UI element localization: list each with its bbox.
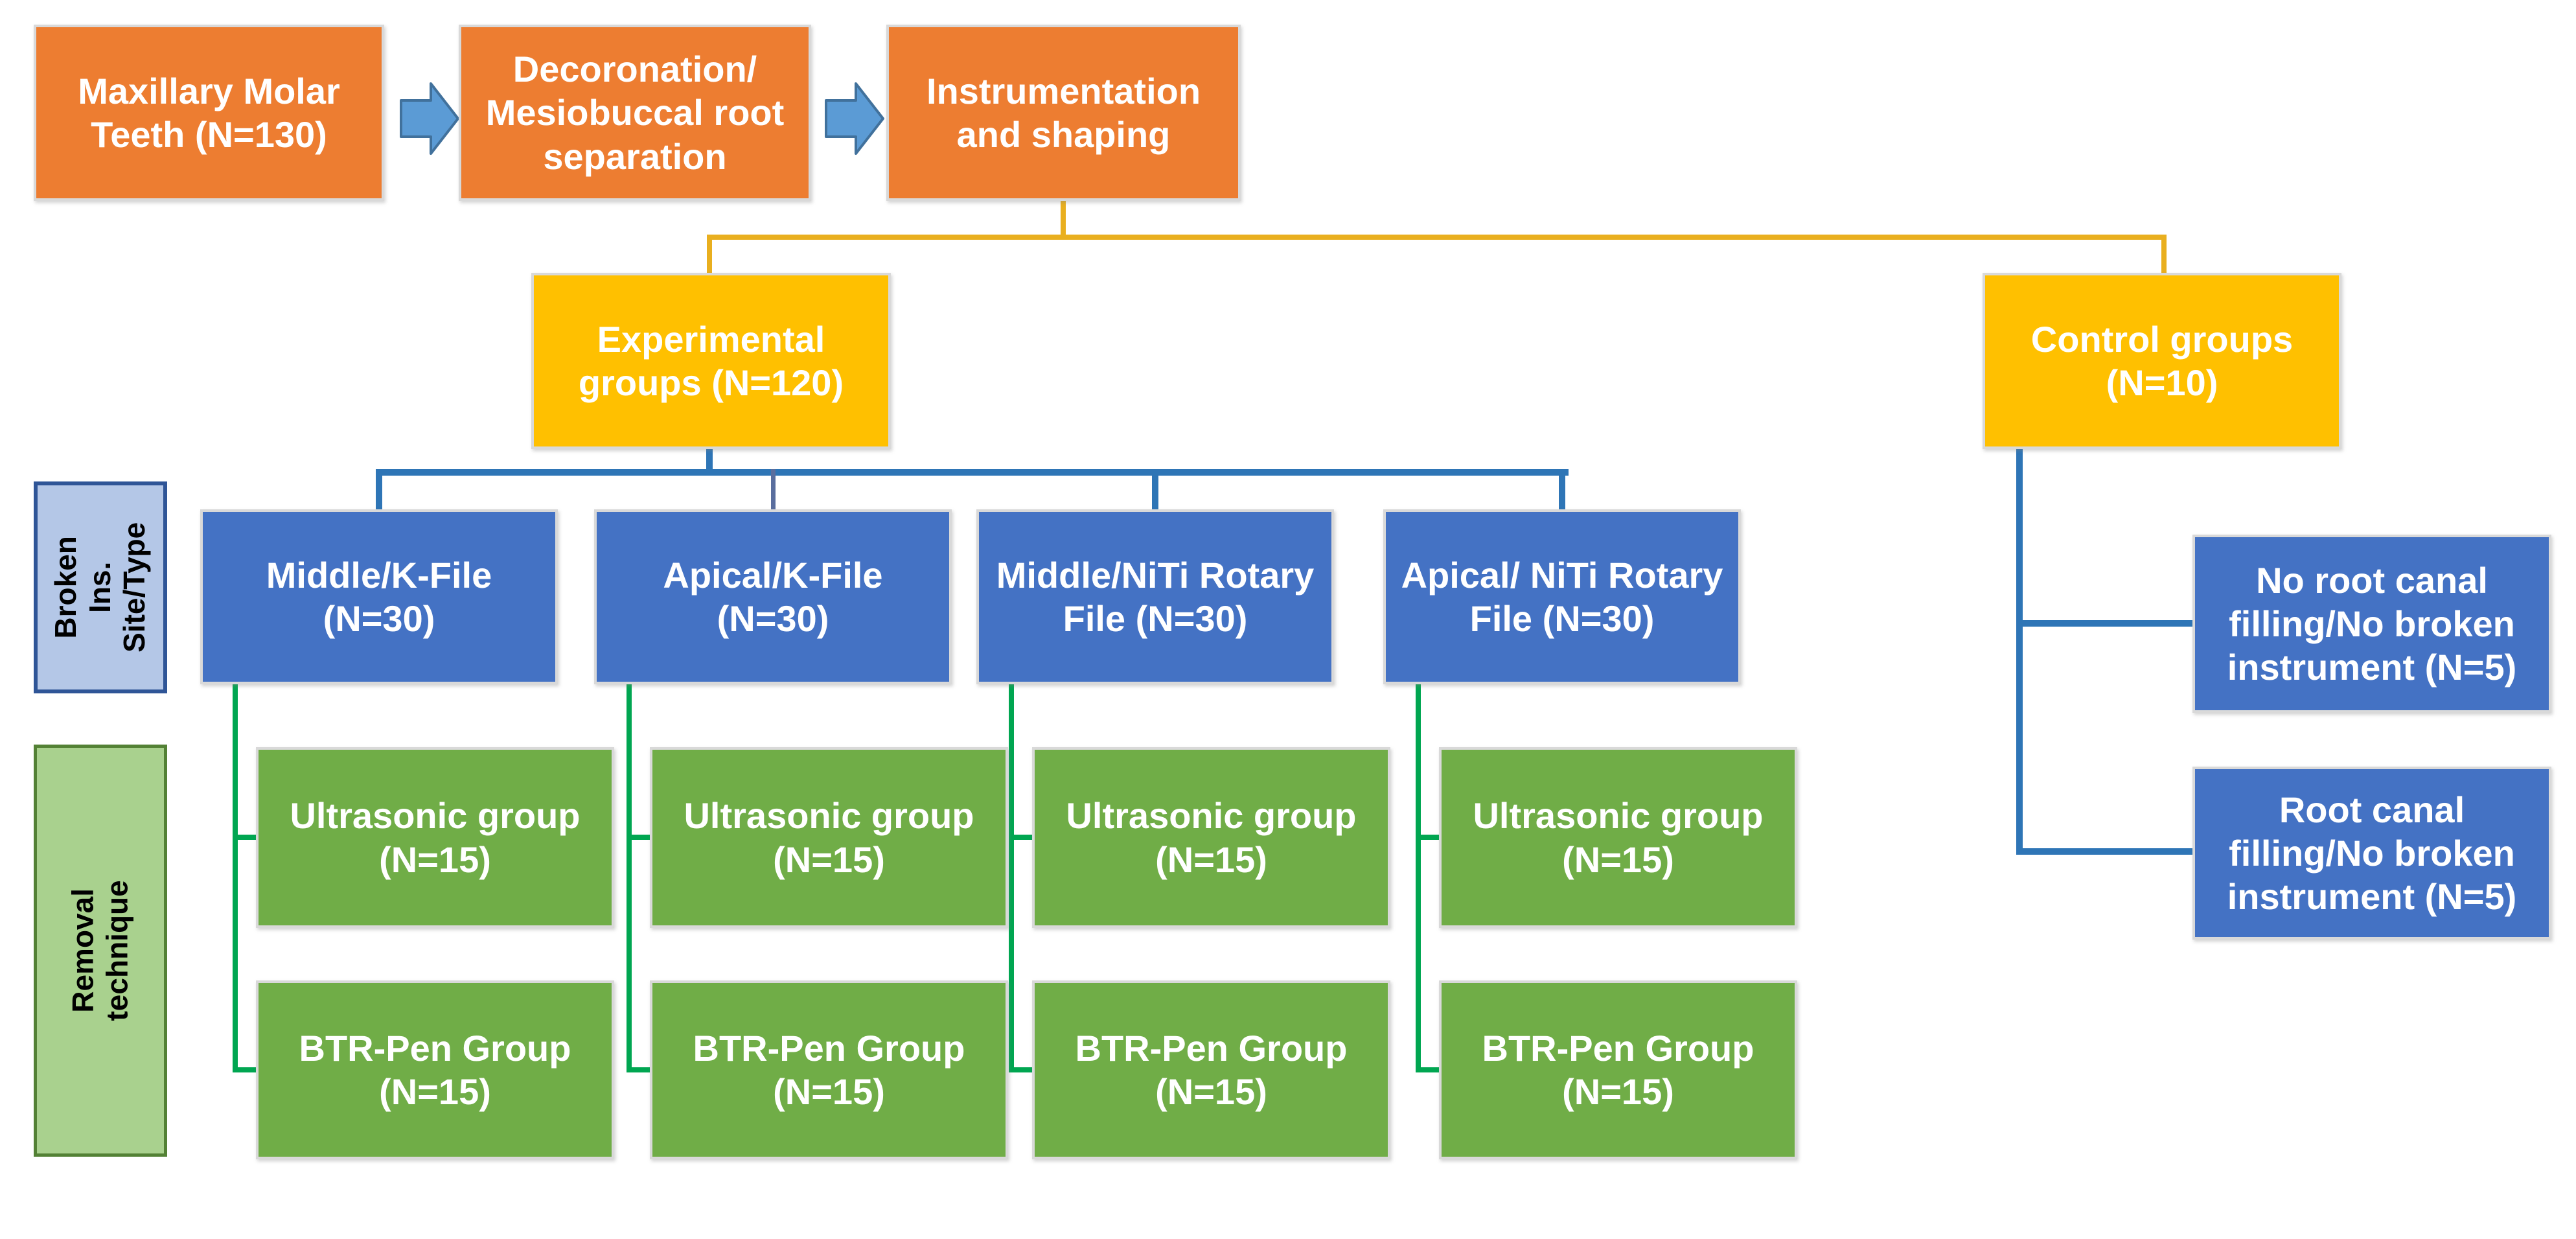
connector-gold-drop-from-instrumentation bbox=[1061, 199, 1066, 238]
connector-blue-stub-control-1 bbox=[2016, 620, 2195, 627]
connector-green-stub-col1-ultrasonic bbox=[233, 835, 261, 840]
control-box-filling-no-instrument: Root canal filling/No broken instrument … bbox=[2192, 767, 2551, 940]
site-box-apical-kfile: Apical/K-File (N=30) bbox=[594, 509, 952, 684]
connector-gold-drop-to-control bbox=[2161, 235, 2167, 275]
connector-green-stub-col3-ultrasonic bbox=[1009, 835, 1037, 840]
connector-blue-drop-col4 bbox=[1559, 469, 1565, 512]
site-box-middle-niti: Middle/NiTi Rotary File (N=30) bbox=[976, 509, 1334, 684]
branch-box-control-groups: Control groups (N=10) bbox=[1983, 273, 2341, 449]
group-box-btrpen-col4: BTR-Pen Group (N=15) bbox=[1439, 980, 1797, 1159]
group-box-btrpen-col2: BTR-Pen Group (N=15) bbox=[650, 980, 1008, 1159]
branch-box-experimental-groups: Experimental groups (N=120) bbox=[531, 273, 891, 449]
connector-green-vertical-col4 bbox=[1416, 682, 1421, 1072]
connector-green-stub-col3-btrpen bbox=[1009, 1067, 1037, 1072]
group-box-ultrasonic-col3: Ultrasonic group (N=15) bbox=[1032, 747, 1390, 928]
connector-blue-vertical-control bbox=[2016, 446, 2023, 855]
connector-blue-drop-col3 bbox=[1152, 469, 1158, 512]
connector-green-stub-col2-ultrasonic bbox=[627, 835, 655, 840]
row-label-removal-technique-text: Removal technique bbox=[66, 880, 134, 1021]
step-box-decoronation: Decoronation/ Mesiobuccal root separatio… bbox=[459, 25, 811, 201]
flow-arrow-icon bbox=[400, 80, 460, 157]
connector-green-vertical-col3 bbox=[1009, 682, 1014, 1072]
connector-green-vertical-col1 bbox=[233, 682, 238, 1072]
connector-blue-drop-col2 bbox=[771, 469, 776, 512]
connector-blue-stub-control-2 bbox=[2016, 848, 2195, 855]
flow-arrow-icon bbox=[825, 80, 885, 157]
step-box-instrumentation: Instrumentation and shaping bbox=[886, 25, 1241, 201]
row-label-broken-instrument-site-type-text: Broken Ins. Site/Type bbox=[49, 522, 152, 653]
group-box-ultrasonic-col1: Ultrasonic group (N=15) bbox=[256, 747, 614, 928]
site-box-apical-niti: Apical/ NiTi Rotary File (N=30) bbox=[1383, 509, 1741, 684]
connector-green-stub-col2-btrpen bbox=[627, 1067, 655, 1072]
connector-gold-horizontal bbox=[707, 235, 2167, 240]
row-label-broken-instrument-site-type: Broken Ins. Site/Type bbox=[34, 481, 167, 693]
connector-green-stub-col4-ultrasonic bbox=[1416, 835, 1444, 840]
connector-gold-drop-to-experimental bbox=[707, 235, 712, 275]
connector-green-stub-col4-btrpen bbox=[1416, 1067, 1444, 1072]
group-box-ultrasonic-col2: Ultrasonic group (N=15) bbox=[650, 747, 1008, 928]
connector-green-vertical-col2 bbox=[627, 682, 632, 1072]
connector-blue-drop-col1 bbox=[376, 469, 382, 512]
group-box-ultrasonic-col4: Ultrasonic group (N=15) bbox=[1439, 747, 1797, 928]
group-box-btrpen-col3: BTR-Pen Group (N=15) bbox=[1032, 980, 1390, 1159]
connector-blue-horizontal bbox=[376, 469, 1569, 476]
group-box-btrpen-col1: BTR-Pen Group (N=15) bbox=[256, 980, 614, 1159]
connector-blue-drop-from-experimental bbox=[706, 446, 713, 474]
site-box-middle-kfile: Middle/K-File (N=30) bbox=[200, 509, 558, 684]
step-box-maxillary-molar-teeth: Maxillary Molar Teeth (N=130) bbox=[34, 25, 384, 201]
row-label-removal-technique: Removal technique bbox=[34, 745, 167, 1157]
control-box-no-filling-no-instrument: No root canal filling/No broken instrume… bbox=[2192, 535, 2551, 713]
connector-green-stub-col1-btrpen bbox=[233, 1067, 261, 1072]
